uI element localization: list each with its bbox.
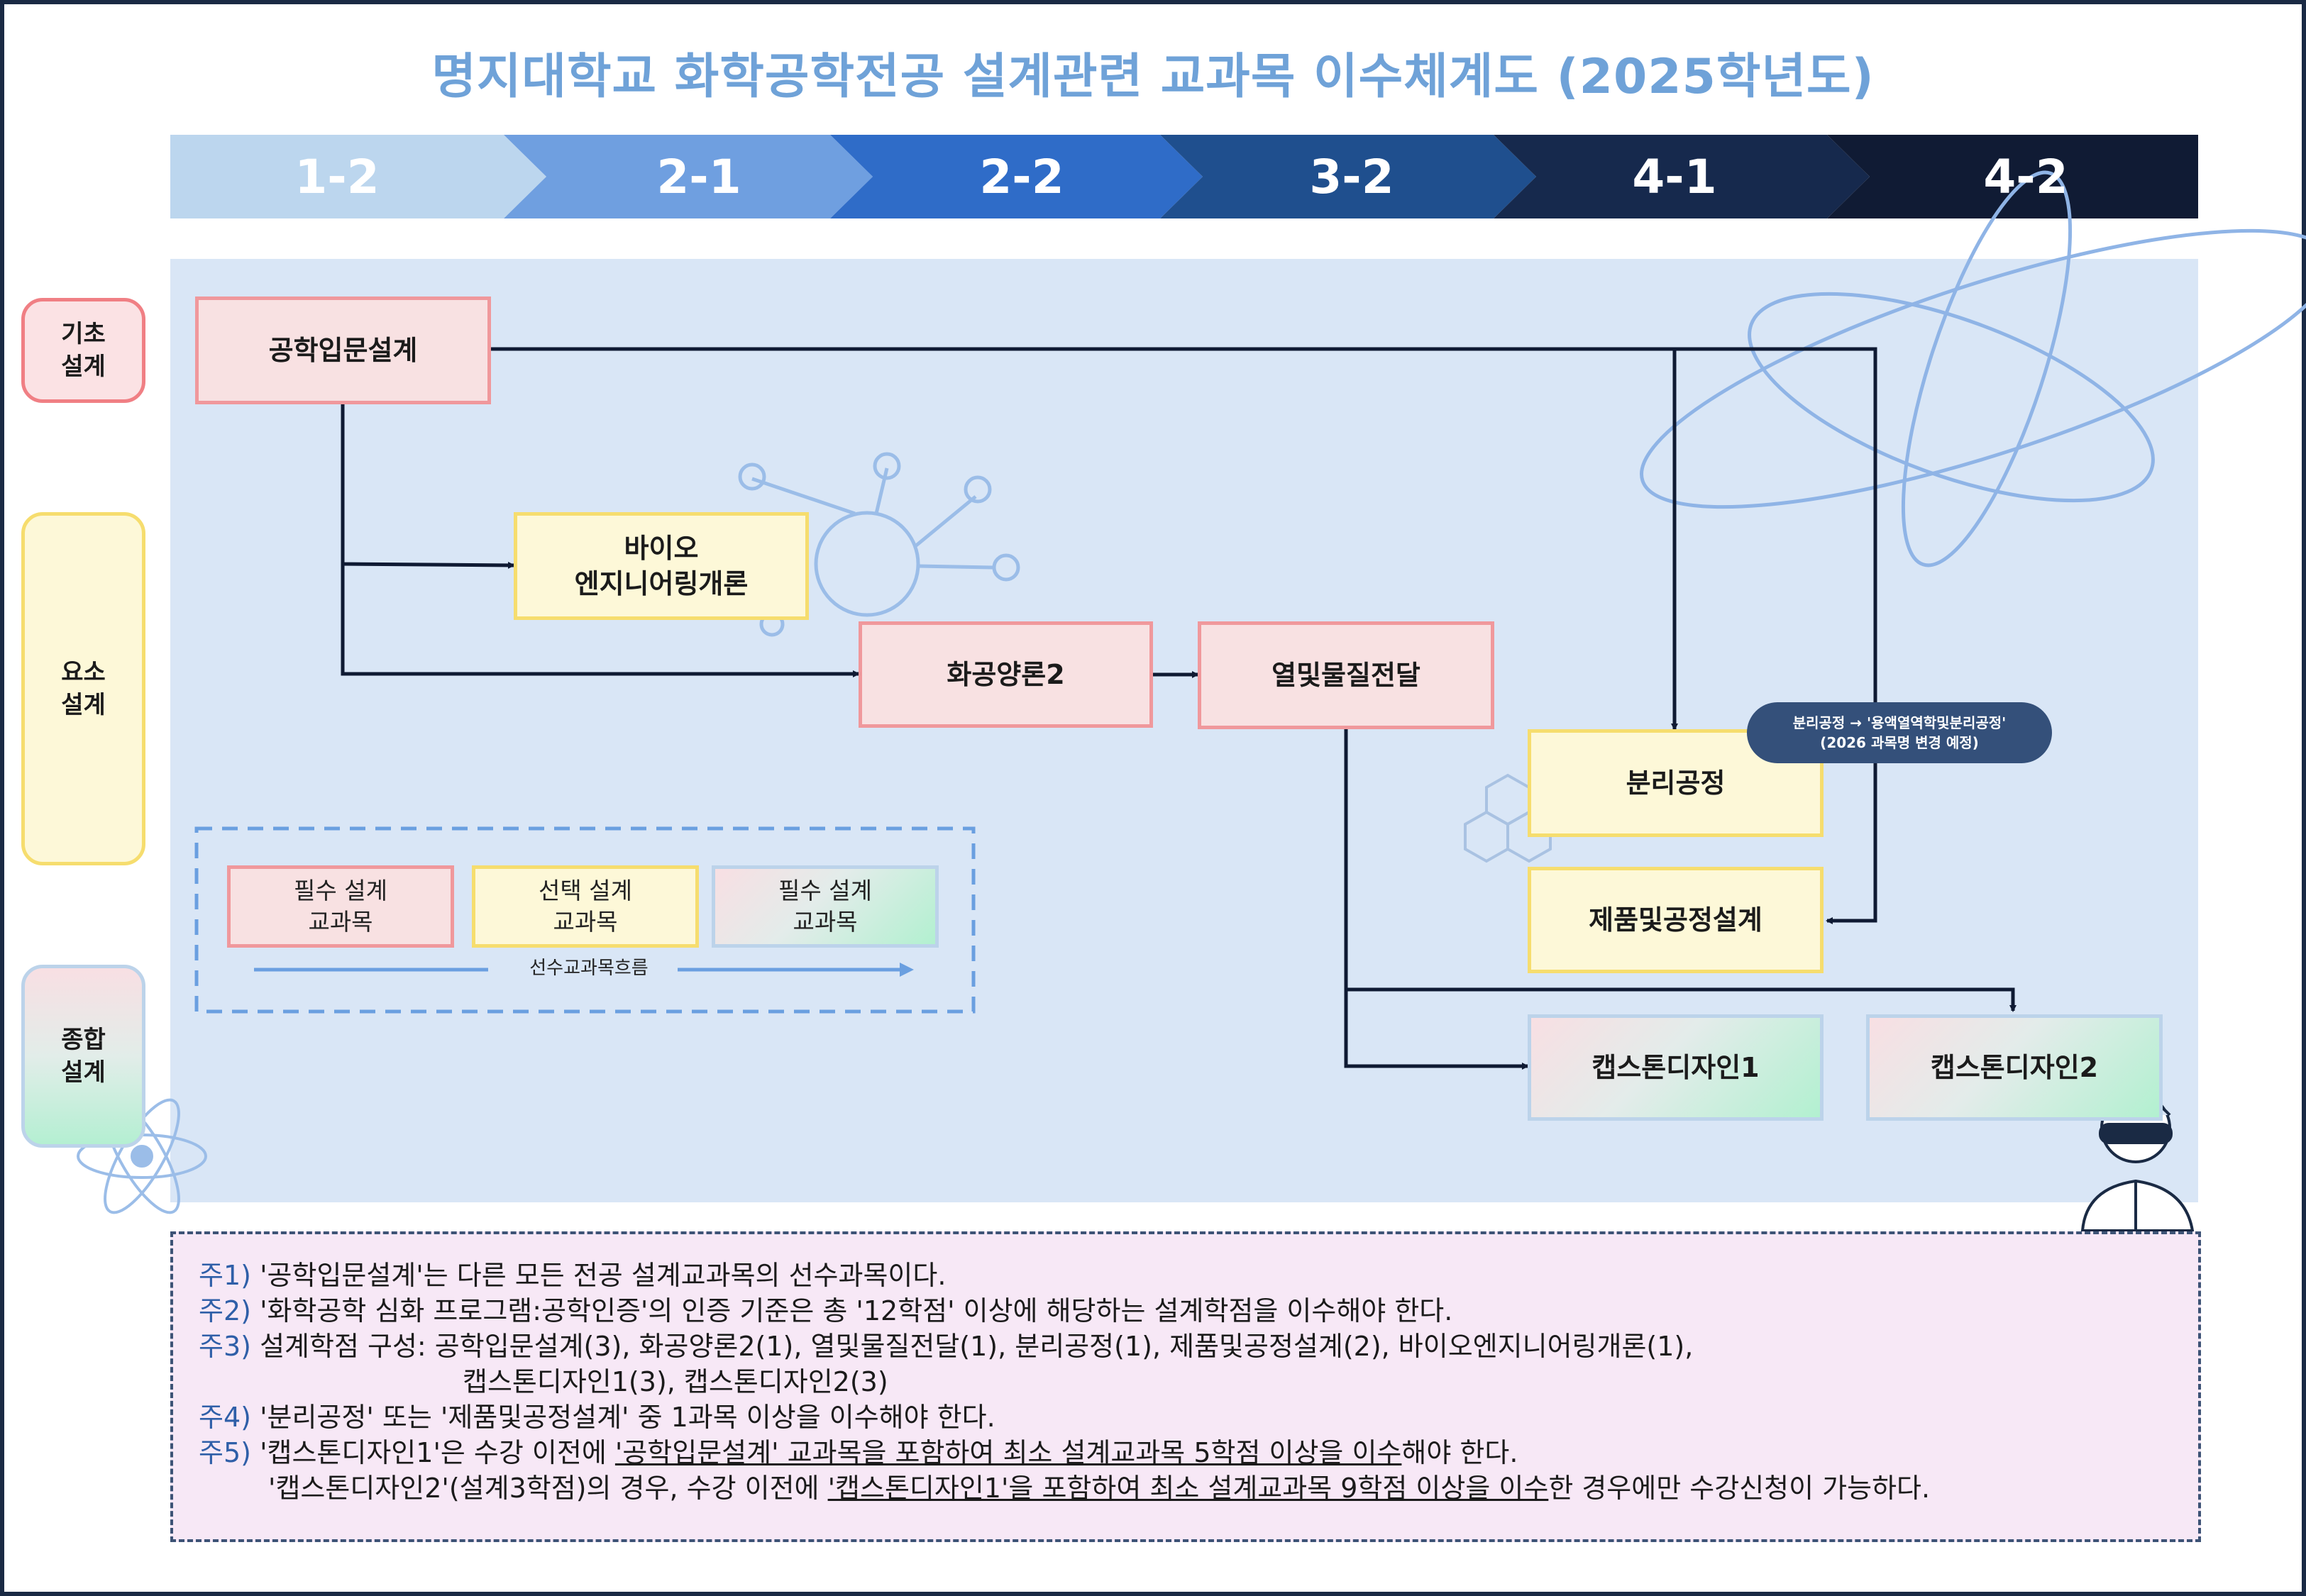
semester-arrow-5: [1494, 135, 1870, 218]
course-bio-engineering[interactable]: 바이오 엔지니어링개론: [514, 512, 809, 620]
semester-2-1: 2-1: [656, 149, 741, 204]
note-3-continued: 캡스톤디자인1(3), 캡스톤디자인2(3): [463, 1366, 888, 1397]
legend-flow-arrowhead: [900, 963, 914, 977]
connector-intro-to-chem2: [341, 564, 860, 677]
note-1-text: '공학입문설계'는 다른 모든 전공 설계교과목의 선수과목이다.: [260, 1260, 947, 1291]
note-3-label: 주3): [199, 1331, 251, 1362]
note-4: 주4) '분리공정' 또는 '제품및공정설계' 중 1과목 이상을 이수해야 한…: [199, 1402, 995, 1433]
connector-intro-to-product: [1675, 347, 1877, 924]
note-3-text: 설계학점 구성: 공학입문설계(3), 화공양론2(1), 열및물질전달(1),…: [260, 1331, 1694, 1362]
note-5-text-c: 해야 한다.: [1401, 1437, 1518, 1468]
note-4-text: '분리공정' 또는 '제품및공정설계' 중 1과목 이상을 이수해야 한다.: [260, 1402, 995, 1433]
legend-frame: [194, 826, 976, 1014]
legend-elective: 선택 설계 교과목: [472, 865, 699, 948]
rename-notice-line2: (2026 과목명 변경 예정): [1820, 734, 1979, 751]
semester-3-2: 3-2: [1309, 149, 1394, 204]
note-6-text-c: 한 경우에만 수강신청이 가능하다.: [1548, 1473, 1931, 1504]
note-5-label: 주5): [199, 1437, 251, 1468]
page-title: 명지대학교 화학공학전공 설계관련 교과목 이수체계도 (2025학년도): [431, 49, 1875, 105]
course-heat-mass-transfer[interactable]: 열및물질전달: [1198, 621, 1494, 729]
rename-notice-badge: 분리공정 → '용액열역학및분리공정' (2026 과목명 변경 예정): [1747, 702, 2052, 763]
semester-arrow-1: [170, 135, 546, 218]
note-5-text-a: '캡스톤디자인1'은 수강 이전에: [260, 1437, 615, 1468]
category-basic-design: 기초 설계: [21, 298, 145, 403]
atom-orbit-icon: [1640, 170, 2306, 567]
note-2-label: 주2): [199, 1295, 251, 1326]
molecule-icon: [738, 452, 1020, 637]
note-5-second-line: '캡스톤디자인2'(설계3학점)의 경우, 수강 이전에 '캡스톤디자인1'을 …: [268, 1473, 1930, 1504]
semester-arrow-2: [504, 135, 873, 218]
semester-4-2: 4-2: [1983, 149, 2068, 204]
note-1-label: 주1): [199, 1260, 251, 1291]
legend-required: 필수 설계 교과목: [227, 865, 454, 948]
note-5: 주5) '캡스톤디자인1'은 수강 이전에 '공학입문설계' 교과목을 포함하여…: [199, 1437, 1518, 1468]
semester-1-2: 1-2: [294, 149, 380, 204]
note-1: 주1) '공학입문설계'는 다른 모든 전공 설계교과목의 선수과목이다.: [199, 1260, 946, 1291]
note-6-text-a: '캡스톤디자인2'(설계3학점)의 경우, 수강 이전에: [268, 1473, 828, 1504]
note-2: 주2) '화학공학 심화 프로그램:공학인증'의 인증 기준은 총 '12학점'…: [199, 1295, 1452, 1326]
small-atom-icon: [77, 1098, 207, 1214]
semester-arrow-4: [1160, 135, 1536, 218]
course-product-process-design[interactable]: 제품및공정설계: [1528, 867, 1824, 973]
category-element-design: 요소 설계: [21, 512, 145, 865]
note-3: 주3) 설계학점 구성: 공학입문설계(3), 화공양론2(1), 열및물질전달…: [199, 1331, 1693, 1362]
legend-prerequisite-flow: 선수교과목흐름: [529, 958, 649, 979]
note-2-text: '화학공학 심화 프로그램:공학인증'의 인증 기준은 총 '12학점' 이상에…: [260, 1295, 1453, 1326]
note-4-label: 주4): [199, 1402, 251, 1433]
note-6-text-underlined: '캡스톤디자인1'을 포함하여 최소 설계교과목 9학점 이상을 이수: [827, 1473, 1549, 1504]
semester-4-1: 4-1: [1632, 149, 1717, 204]
course-intro-design[interactable]: 공학입문설계: [195, 297, 491, 404]
note-5-text-underlined: '공학입문설계' 교과목을 포함하여 최소 설계교과목 5학점 이상을 이수: [614, 1437, 1402, 1468]
course-chem-theory-2[interactable]: 화공양론2: [859, 621, 1153, 728]
semester-2-2: 2-2: [979, 149, 1064, 204]
legend-required-synthesis: 필수 설계 교과목: [712, 865, 939, 948]
notes-panel: [170, 1231, 2201, 1542]
category-synthesis-design: 종합 설계: [21, 965, 145, 1148]
rename-notice-line1: 분리공정 → '용액열역학및분리공정': [1792, 714, 2007, 731]
semester-arrow-6: [1827, 135, 2198, 218]
semester-arrow-3: [830, 135, 1203, 218]
connector-heat-to-capstone1: [1344, 729, 1529, 1070]
course-capstone-1[interactable]: 캡스톤디자인1: [1528, 1014, 1824, 1121]
connector-heat-to-capstone2: [1346, 987, 2017, 1012]
course-capstone-2[interactable]: 캡스톤디자인2: [1866, 1014, 2163, 1121]
